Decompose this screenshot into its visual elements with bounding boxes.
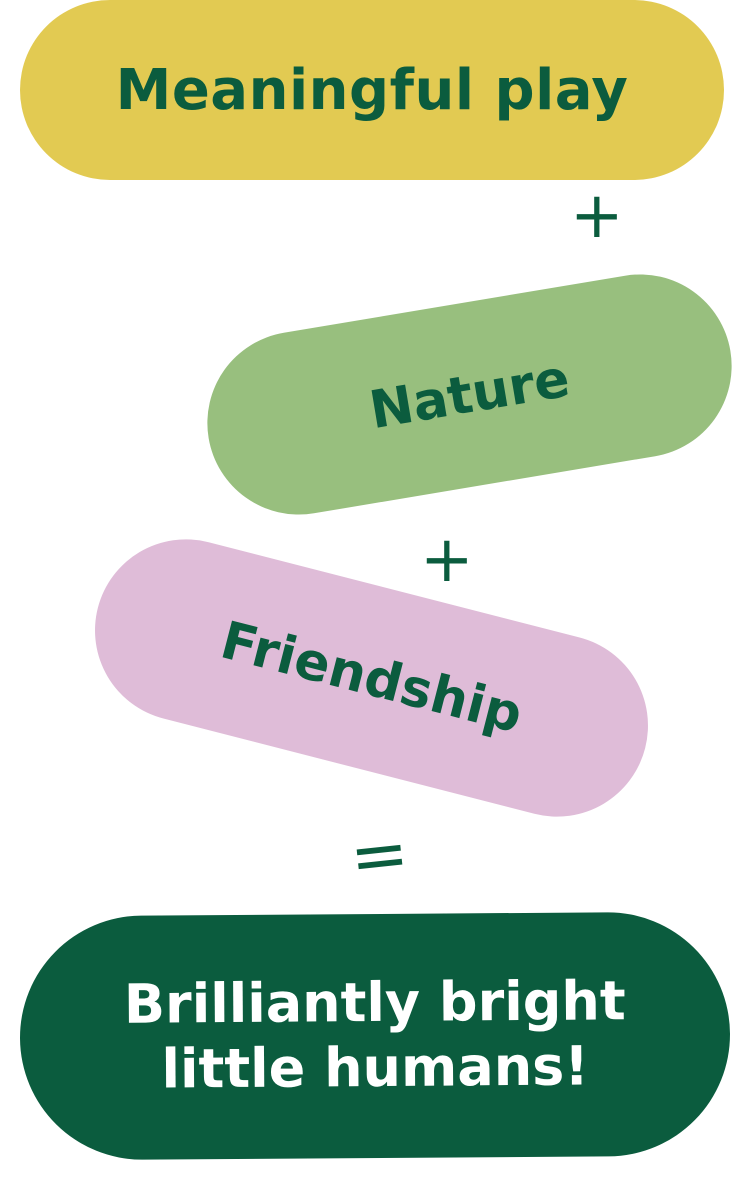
plus-sign: + bbox=[420, 523, 474, 597]
equals-sign: = bbox=[345, 811, 413, 899]
nature-pill: Nature bbox=[193, 260, 746, 529]
nature-label: Nature bbox=[365, 348, 574, 441]
result-pill: Brilliantly bright little humans! bbox=[19, 911, 731, 1161]
result-line-2: little humans! bbox=[161, 1034, 590, 1101]
meaningful-play-label: Meaningful play bbox=[115, 57, 629, 123]
friendship-label: Friendship bbox=[214, 610, 529, 746]
plus-sign: + bbox=[570, 179, 624, 253]
meaningful-play-pill: Meaningful play bbox=[20, 0, 724, 180]
result-line-1: Brilliantly bright bbox=[123, 969, 626, 1036]
friendship-pill: Friendship bbox=[75, 519, 668, 837]
